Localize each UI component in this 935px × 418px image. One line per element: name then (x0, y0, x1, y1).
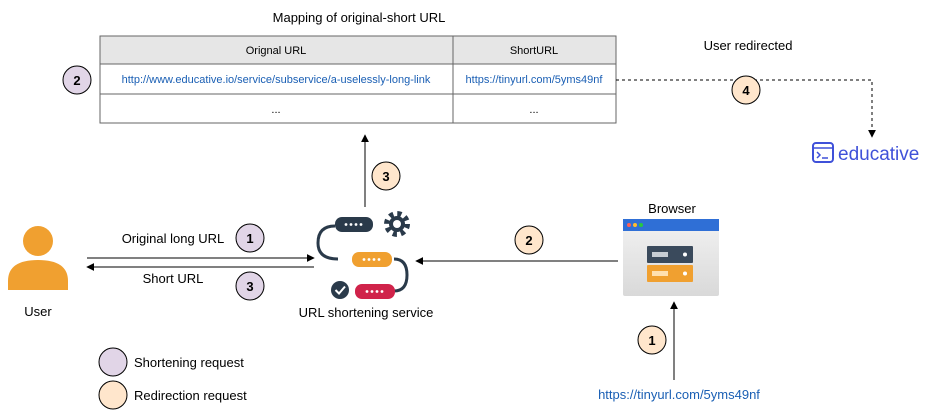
table-header-short-url: ShortURL (510, 45, 558, 57)
service-label: URL shortening service (299, 305, 434, 320)
user-redirected-label: User redirected (704, 38, 793, 53)
check-icon (331, 281, 349, 299)
badge-url-to-browser: 1 (637, 325, 667, 355)
badge-user-request: 1 (235, 223, 265, 253)
badge-redirect: 4 (731, 75, 761, 105)
legend-redirection: Redirection request (98, 380, 247, 410)
table-cell-ellipsis-short: ... (529, 104, 538, 116)
svg-text:1: 1 (648, 333, 655, 348)
badge-table-row: 2 (62, 65, 92, 95)
svg-text:2: 2 (73, 73, 80, 88)
browser-input-url[interactable]: https://tinyurl.com/5yms49nf (598, 387, 760, 402)
original-long-url-label: Original long URL (122, 231, 225, 246)
badge-service-to-table: 3 (371, 161, 401, 191)
educative-logo[interactable]: educative (812, 142, 919, 165)
svg-text:3: 3 (382, 169, 389, 184)
table-cell-original-url[interactable]: http://www.educative.io/service/subservi… (122, 74, 431, 86)
short-url-label: Short URL (143, 271, 204, 286)
table-header-original-url: Orignal URL (246, 45, 307, 57)
svg-text:2: 2 (525, 233, 532, 248)
table-cell-short-url[interactable]: https://tinyurl.com/5yms49nf (466, 74, 604, 86)
legend: Shortening request Redirection request (98, 347, 247, 410)
user-label: User (24, 304, 52, 319)
user-icon (8, 226, 68, 290)
badge-browser-to-service: 2 (514, 225, 544, 255)
legend-shortening: Shortening request (98, 347, 244, 377)
redirect-arrow (616, 79, 876, 138)
educative-logo-text: educative (838, 144, 919, 165)
svg-text:1: 1 (246, 231, 253, 246)
svg-text:4: 4 (742, 83, 750, 98)
legend-shortening-label: Shortening request (134, 355, 244, 370)
browser-icon (623, 219, 719, 296)
table-title: Mapping of original-short URL (273, 10, 446, 25)
legend-redirection-label: Redirection request (134, 388, 247, 403)
gear-icon (384, 211, 410, 237)
url-shortening-service-icon (316, 211, 410, 299)
terminal-icon (812, 142, 834, 163)
svg-text:3: 3 (246, 279, 253, 294)
badge-user-response: 3 (235, 271, 265, 301)
browser-label: Browser (648, 201, 696, 216)
mapping-table: Orignal URL ShortURL http://www.educativ… (99, 35, 617, 124)
table-cell-ellipsis-original: ... (271, 104, 280, 116)
